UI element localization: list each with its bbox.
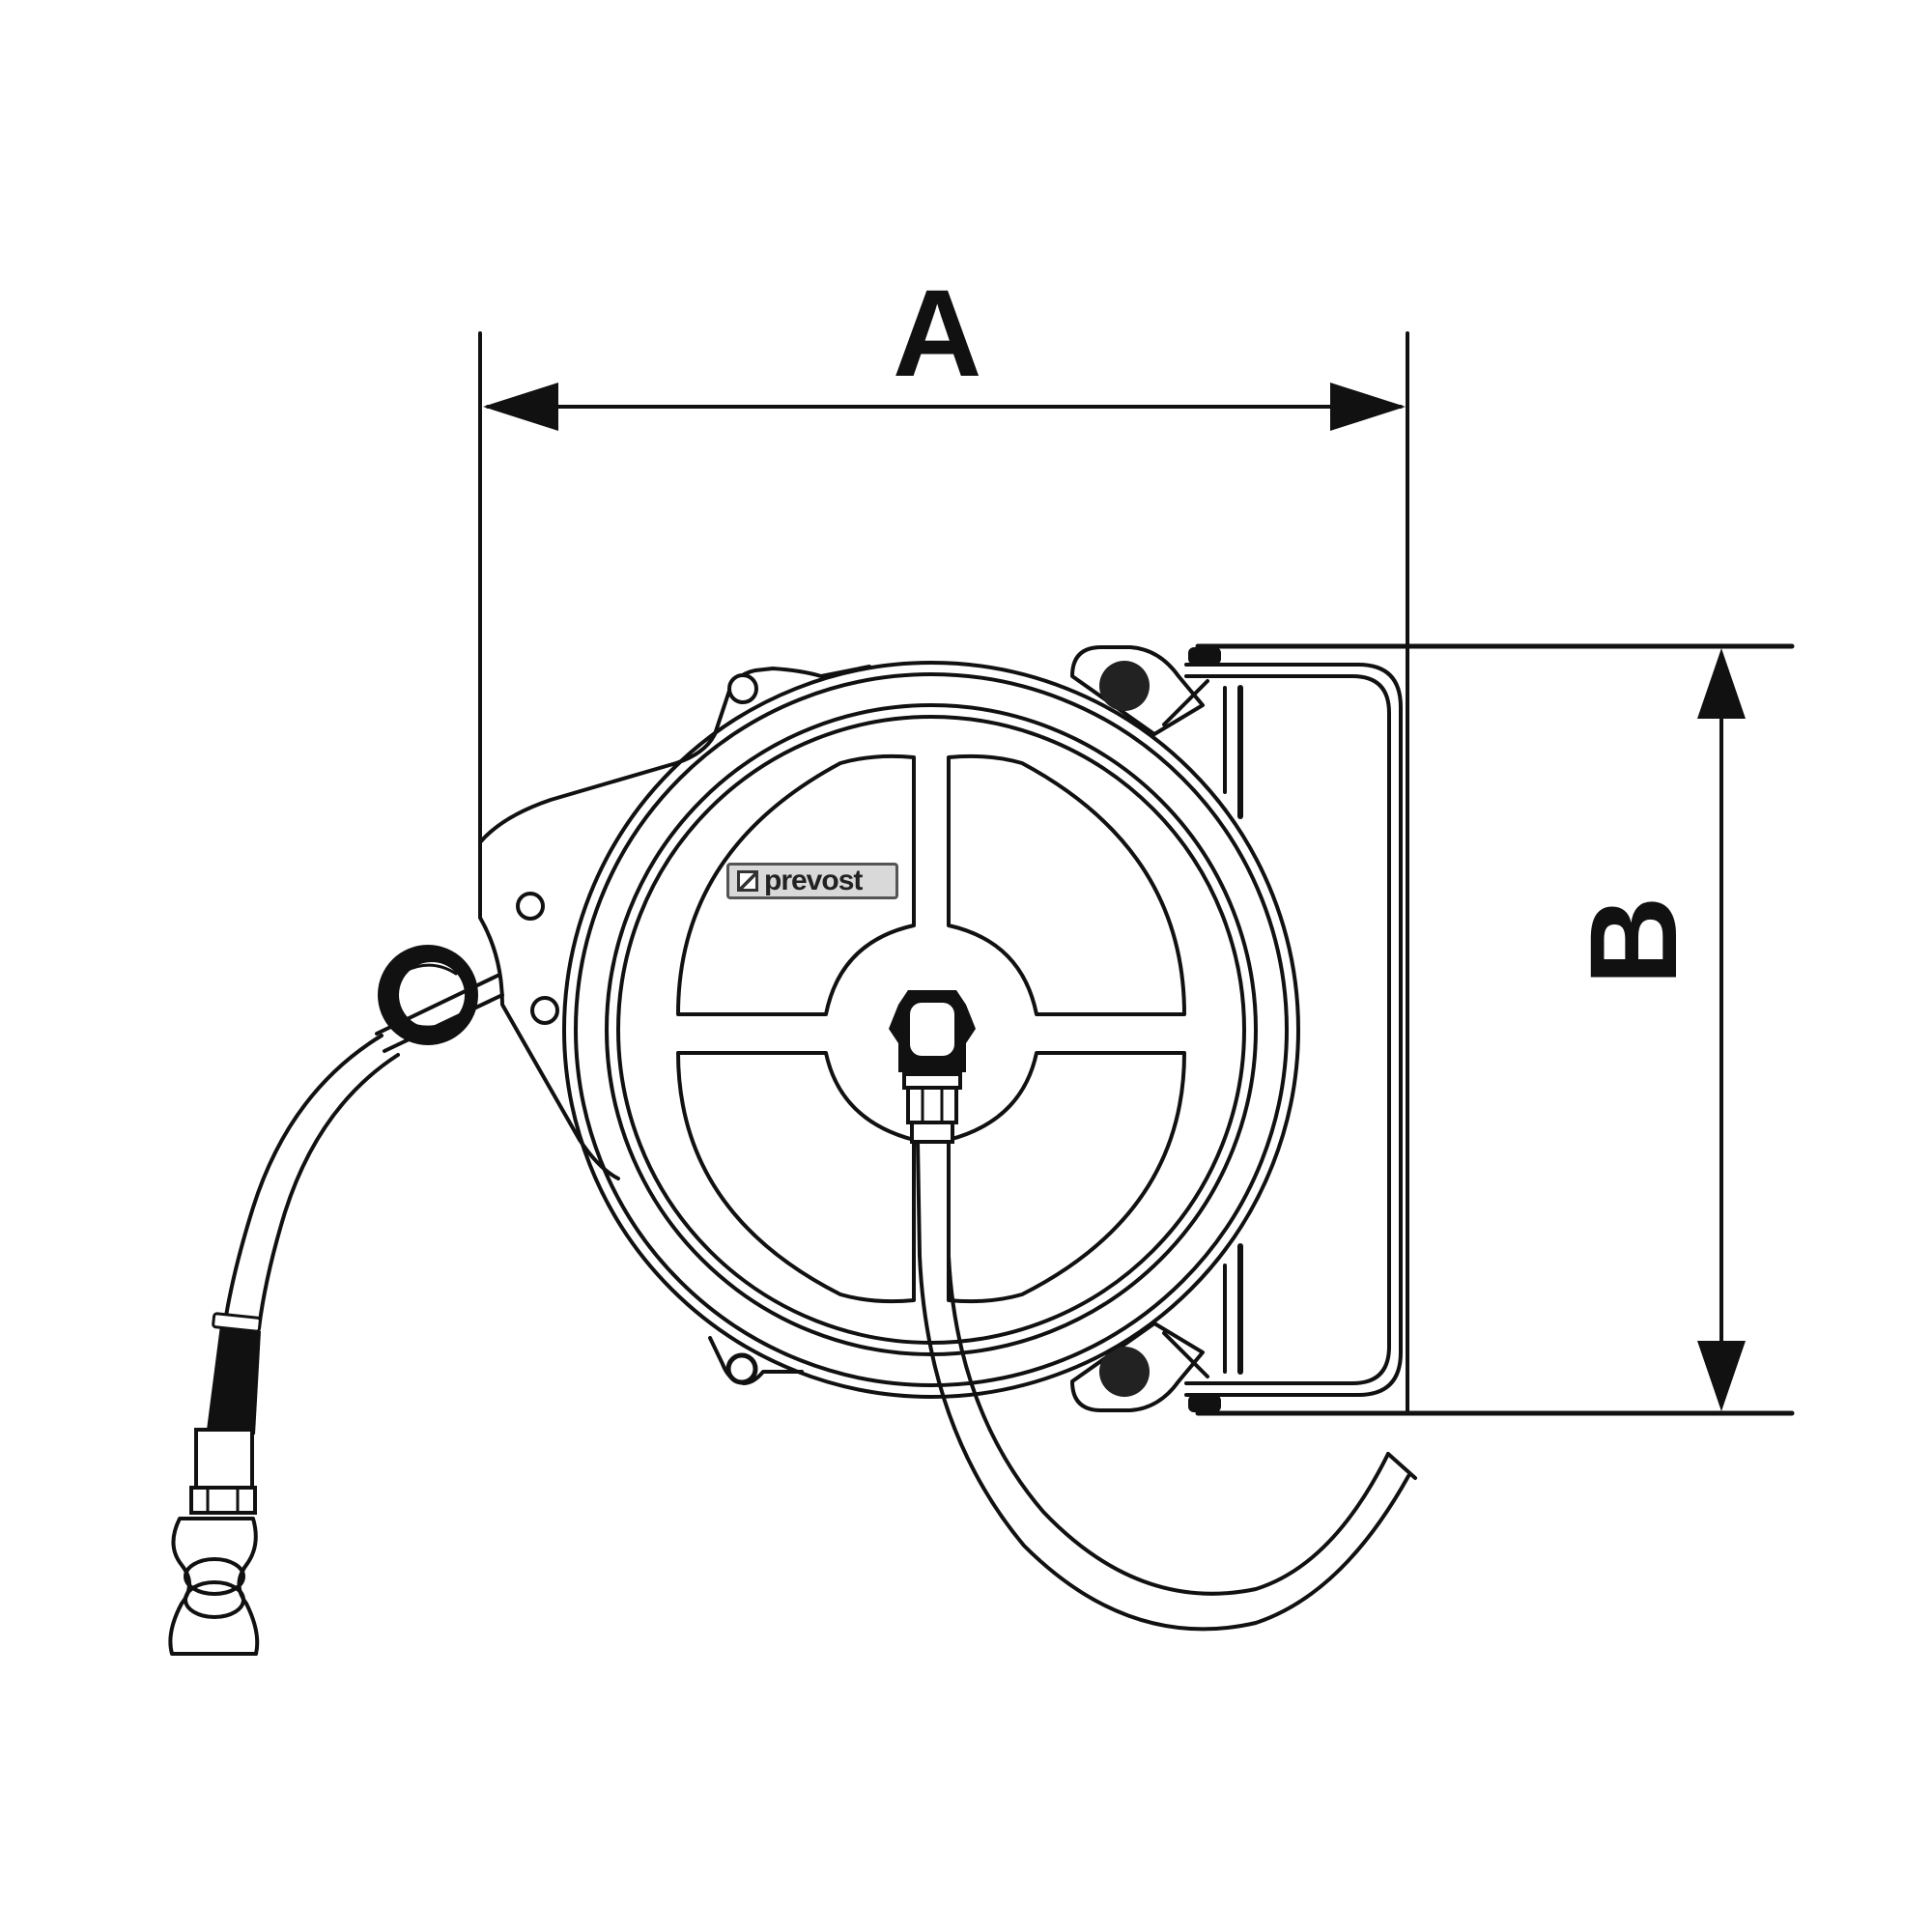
dimension-label-a: A (893, 265, 982, 403)
arrowhead-up-icon (1697, 648, 1746, 719)
drum-windows (676, 753, 1186, 1304)
supply-hose-edge-inner (257, 1053, 400, 1330)
reel-drum (562, 661, 1300, 1399)
housing-ring-inner (574, 672, 1289, 1387)
spring-guard-icon (207, 1325, 261, 1435)
mount-hole-bottom-icon (725, 1352, 758, 1385)
arrowhead-left-icon (483, 383, 558, 431)
pivot-arm-top (1070, 645, 1205, 736)
supply-hose-edge-outer (222, 1034, 384, 1330)
arrowhead-right-icon (1330, 383, 1406, 431)
hose-edge-inner (947, 1140, 1390, 1596)
ferrule-icon (906, 1086, 958, 1124)
mount-hole-upper-icon (516, 892, 545, 921)
bolt-bottom-icon (1188, 1395, 1221, 1412)
wall-bracket (1070, 645, 1403, 1412)
bolt-top-icon (1188, 647, 1221, 665)
window-bottom-right (947, 1051, 1186, 1304)
bracket-outer (1184, 663, 1403, 1397)
pivot-arm-bottom (1070, 1321, 1205, 1412)
window-top-right (947, 753, 1186, 1016)
housing-outline (478, 665, 871, 1180)
supply-ferrule-icon (194, 1428, 254, 1490)
dimension-label-b: B (1565, 895, 1703, 985)
quick-coupler-icon (168, 1517, 260, 1656)
brand-logo-text: prevost (764, 865, 863, 896)
hose-edge-outer (916, 1140, 1410, 1632)
bracket-inner (1184, 674, 1391, 1385)
dimension-b (1195, 643, 1795, 1416)
mount-hole-top-icon (727, 673, 758, 704)
inlet-swivel (375, 945, 504, 1053)
brand-mark-icon (737, 870, 758, 892)
dimension-a (478, 331, 1409, 1412)
housing-ring-outer (562, 661, 1300, 1399)
window-bottom-left (676, 1051, 916, 1304)
outlet-hose (916, 1140, 1417, 1632)
hose-end-cut (1386, 1452, 1417, 1480)
window-top-left (676, 753, 916, 1016)
lower-tab (708, 1336, 804, 1385)
mount-hole-lower-icon (530, 996, 559, 1025)
arrowhead-down-icon (1697, 1341, 1746, 1411)
hub-swivel-fitting (889, 990, 976, 1144)
knurled-knob-bottom-icon (1099, 1347, 1150, 1397)
knurled-knob-top-icon (1099, 661, 1150, 711)
hex-nut-icon (189, 1486, 257, 1515)
brand-logo-badge: prevost (726, 863, 898, 899)
supply-hose (168, 1034, 400, 1656)
